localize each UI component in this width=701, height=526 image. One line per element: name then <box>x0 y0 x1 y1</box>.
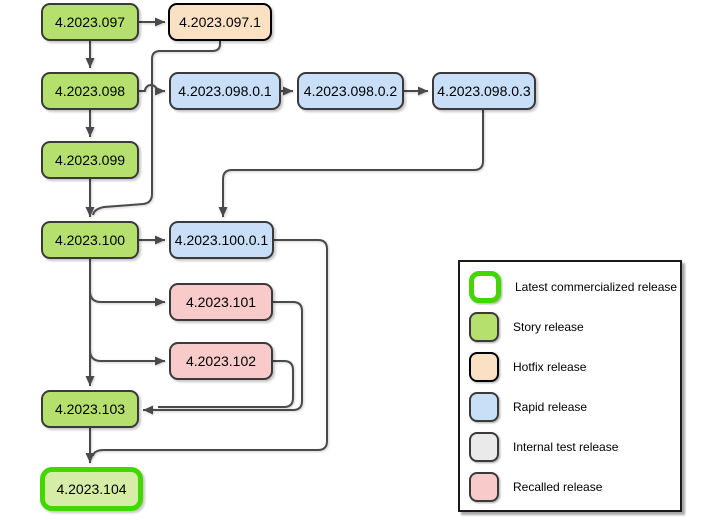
node-4-2023-098: 4.2023.098 <box>41 72 139 110</box>
legend-swatch-story <box>469 312 499 342</box>
legend-label-story: Story release <box>513 320 584 334</box>
legend-item-internal: Internal test release <box>469 427 680 467</box>
edge-101-to-103 <box>143 301 303 415</box>
legend-item-rapid: Rapid release <box>469 387 680 427</box>
legend: Latest commercialized release Story rele… <box>458 260 682 512</box>
legend-item-story: Story release <box>469 307 680 347</box>
edge-097-1-to-100 <box>92 41 221 216</box>
legend-swatch-hotfix <box>469 352 499 382</box>
node-4-2023-097-1: 4.2023.097.1 <box>168 3 272 41</box>
edge-098-to-098-0-1 <box>139 84 165 96</box>
legend-swatch-rapid <box>469 392 499 422</box>
node-4-2023-097: 4.2023.097 <box>41 3 139 41</box>
legend-label-internal: Internal test release <box>513 440 619 454</box>
legend-label-rapid: Rapid release <box>513 400 588 414</box>
node-4-2023-104: 4.2023.104 <box>40 467 143 511</box>
edge-100-to-102 <box>89 349 165 366</box>
node-4-2023-098-0-2: 4.2023.098.0.2 <box>297 72 404 110</box>
node-4-2023-100-0-1: 4.2023.100.0.1 <box>169 221 274 259</box>
node-4-2023-101: 4.2023.101 <box>169 283 273 321</box>
node-4-2023-098-0-1: 4.2023.098.0.1 <box>169 72 281 110</box>
legend-swatch-recalled <box>469 472 499 502</box>
legend-swatch-latest <box>469 271 501 303</box>
legend-label-hotfix: Hotfix release <box>513 360 587 374</box>
node-4-2023-102: 4.2023.102 <box>169 342 273 380</box>
legend-item-hotfix: Hotfix release <box>469 347 680 387</box>
legend-item-recalled: Recalled release <box>469 467 680 507</box>
legend-label-recalled: Recalled release <box>513 480 603 494</box>
legend-label-latest: Latest commercialized release <box>515 280 678 294</box>
edge-100-to-101 <box>89 290 165 307</box>
legend-swatch-internal <box>469 432 499 462</box>
node-4-2023-103: 4.2023.103 <box>41 390 139 428</box>
node-4-2023-100: 4.2023.100 <box>41 221 139 259</box>
edge-098-0-3-to-100-0-1 <box>218 110 484 217</box>
node-4-2023-099: 4.2023.099 <box>41 141 139 179</box>
edge-102-to-103 <box>158 360 294 408</box>
legend-item-latest: Latest commercialized release <box>469 267 680 307</box>
edge-100-0-1-to-104 <box>92 239 328 457</box>
node-4-2023-098-0-3: 4.2023.098.0.3 <box>432 72 536 110</box>
